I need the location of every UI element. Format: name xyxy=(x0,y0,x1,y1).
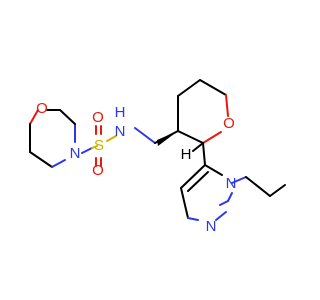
pyrazole-n1-label: N xyxy=(226,175,237,192)
oxane-oxygen-label: O xyxy=(223,115,235,132)
sulfonyl-group xyxy=(91,125,117,167)
morpholine-oxygen-label: O xyxy=(36,100,48,117)
oxane-ring xyxy=(134,79,229,166)
sulfur-label: S xyxy=(94,137,104,154)
pyrazole-n2-label: N xyxy=(206,218,217,235)
stereo-hydrogen-label: H xyxy=(181,146,192,163)
sulfonamide-hydrogen-label: H xyxy=(115,104,126,121)
sulfonamide-nitrogen-label: N xyxy=(115,123,126,140)
morpholine-nitrogen-label: N xyxy=(70,145,81,162)
chemical-structure: O N S O O N H O H N N xyxy=(29,79,286,235)
pyrazole-ring xyxy=(180,164,286,221)
sulfonyl-oxygen-top-label: O xyxy=(92,109,104,126)
sulfonyl-oxygen-bottom-label: O xyxy=(92,162,104,179)
morpholine-ring xyxy=(29,109,93,168)
